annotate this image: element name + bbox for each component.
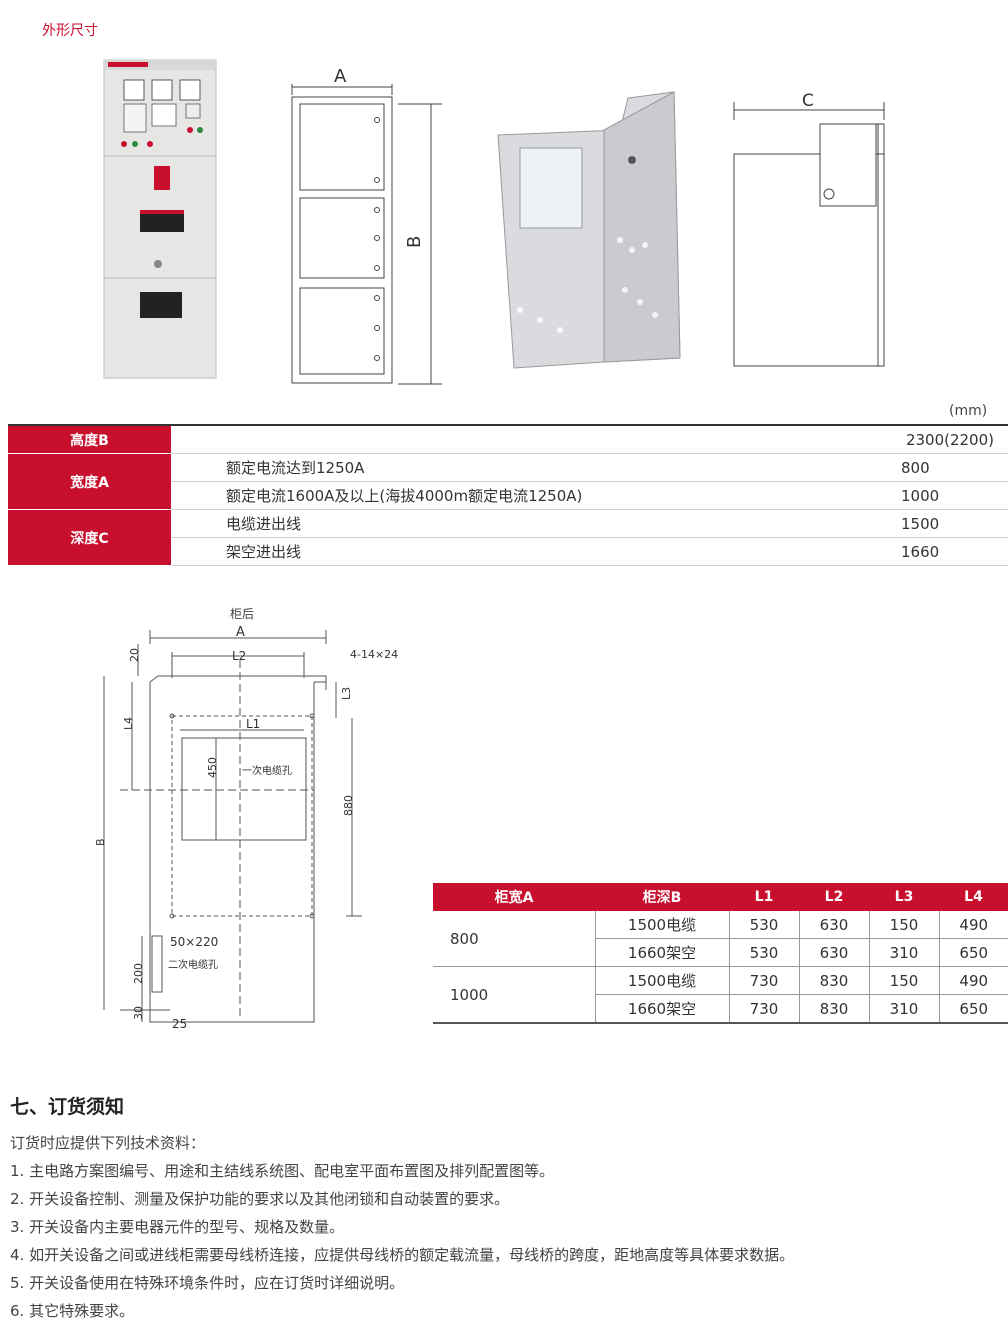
- plan-l2-label: L2: [232, 649, 246, 663]
- height-label: 高度B: [8, 424, 171, 454]
- notes-title: 七、订货须知: [10, 1096, 125, 1118]
- plan-l4-label: L4: [122, 717, 135, 730]
- depth-desc: 架空进出线: [226, 537, 746, 566]
- cabinet-photo: [103, 59, 217, 379]
- plan-880-label: 880: [342, 795, 355, 816]
- notes-intro: 订货时应提供下列技术资料：: [10, 1134, 206, 1152]
- note-item: 6. 其它特殊要求。: [10, 1302, 135, 1320]
- table-row: 宽度A 额定电流达到1250A 800: [8, 453, 1008, 510]
- plan-primary-hole-label: 一次电缆孔: [242, 764, 292, 777]
- table-row: 深度C 电缆进出线 1500: [8, 509, 1008, 566]
- width-label: 宽度A: [8, 453, 171, 510]
- table-row: 800 1500电缆 530 630 150 490: [433, 911, 1008, 967]
- depth-label: 深度C: [8, 509, 171, 566]
- plan-450-label: 450: [206, 757, 219, 778]
- table-row: 1660架空 530 630 310 650: [433, 938, 1008, 967]
- table-header-row: 柜宽A 柜深B L1 L2 L3 L4: [433, 883, 1008, 911]
- plan-secondary-hole-label: 二次电缆孔: [168, 958, 218, 971]
- height-value: 2300(2200): [746, 424, 1008, 454]
- cabinet-drawings: A B C: [103, 59, 885, 385]
- note-item: 4. 如开关设备之间或进线柜需要母线桥连接，应提供母线桥的额定载流量，母线桥的跨…: [10, 1246, 795, 1264]
- cabinet-3d-view: [497, 91, 681, 369]
- plan-l1-label: L1: [246, 717, 260, 731]
- plan-30-label: 30: [132, 1006, 145, 1020]
- width-value: 1000: [746, 481, 1008, 510]
- dim-b-label: B: [404, 236, 425, 248]
- table-row: 额定电流1600A及以上(海拔4000m额定电流1250A) 1000: [8, 481, 1008, 510]
- depth-value: 1500: [746, 509, 1008, 538]
- dim-c-label: C: [802, 91, 814, 111]
- width-desc: 额定电流1600A及以上(海拔4000m额定电流1250A): [226, 481, 746, 510]
- side-elevation: [733, 102, 885, 367]
- dimension-table: 高度B 2300(2200) 宽度A 额定电流达到1250A 800 额定电流1…: [8, 424, 1008, 566]
- plan-a-label: A: [236, 625, 245, 640]
- note-item: 5. 开关设备使用在特殊环境条件时，应在订货时详细说明。: [10, 1274, 405, 1292]
- table-row: 高度B 2300(2200): [8, 424, 1008, 454]
- plan-20-label: 20: [128, 648, 141, 662]
- plan-l3-label: L3: [340, 687, 353, 700]
- plan-rear-label: 柜后: [230, 607, 254, 621]
- note-item: 3. 开关设备内主要电器元件的型号、规格及数量。: [10, 1218, 345, 1236]
- note-item: 2. 开关设备控制、测量及保护功能的要求以及其他闭锁和自动装置的要求。: [10, 1190, 510, 1208]
- depth-desc: 电缆进出线: [226, 509, 746, 538]
- plan-25-label: 25: [172, 1017, 187, 1031]
- depth-value: 1660: [746, 537, 1008, 566]
- width-value: 800: [746, 453, 1008, 482]
- plan-holes-label: 4-14×24: [350, 648, 398, 661]
- width-desc: 额定电流达到1250A: [226, 453, 746, 482]
- floor-plan-drawing: 柜后 A L2 L1 4-14×24 一次电缆孔 50×220 二次电缆孔 25…: [94, 607, 398, 1031]
- unit-label: (mm): [949, 403, 988, 419]
- dim-a-label: A: [334, 66, 347, 87]
- plan-b-label: B: [94, 838, 107, 846]
- table-row: 1660架空 730 830 310 650: [433, 994, 1008, 1024]
- l-dimension-table: 柜宽A 柜深B L1 L2 L3 L4 800 1500电缆 530 630 1…: [433, 883, 1008, 1024]
- section-title: 外形尺寸: [42, 23, 98, 39]
- table-row: 架空进出线 1660: [8, 537, 1008, 566]
- table-row: 1000 1500电缆 730 830 150 490: [433, 966, 1008, 1024]
- note-item: 1. 主电路方案图编号、用途和主结线系统图、配电室平面布置图及排列配置图等。: [10, 1162, 555, 1180]
- plan-200-label: 200: [132, 963, 145, 984]
- plan-slot-label: 50×220: [170, 935, 218, 949]
- front-elevation: [291, 84, 442, 385]
